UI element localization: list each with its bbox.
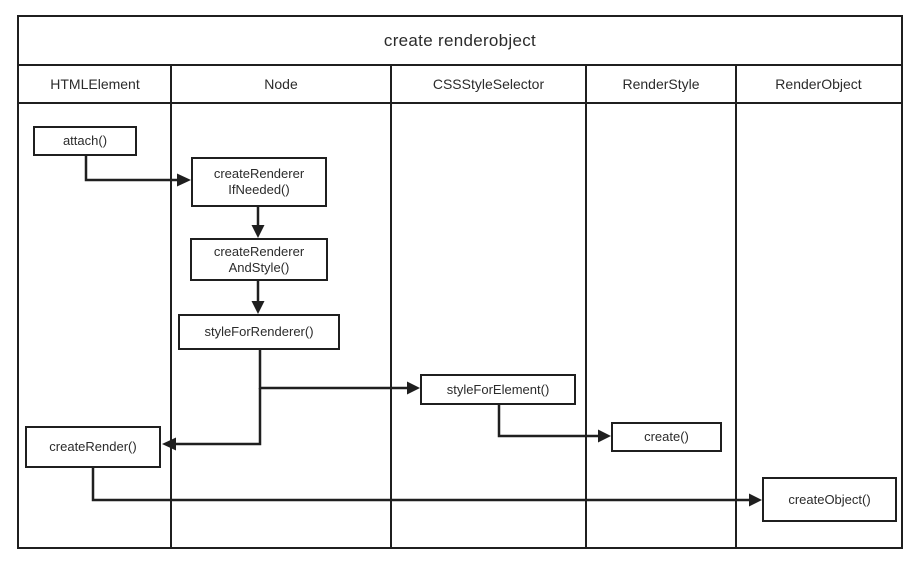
diagram-frame: create renderobject HTMLElement Node CSS… [17, 15, 903, 549]
column-divider-2 [390, 66, 392, 547]
column-header-node: Node [264, 76, 298, 92]
arrow-createRendererAndStyle-to-styleForRenderer [251, 281, 265, 314]
method-box-create: create() [611, 422, 722, 452]
method-box-createRender: createRender() [25, 426, 161, 468]
column-divider-3 [585, 66, 587, 547]
arrow-styleForElement-to-create [497, 405, 611, 443]
method-box-createRendererAndStyle: createRenderer AndStyle() [190, 238, 328, 281]
column-header-renderstyle: RenderStyle [622, 76, 700, 92]
diagram-title-row: create renderobject [19, 17, 901, 66]
column-header-cssstyleselector: CSSStyleSelector [432, 76, 545, 92]
column-header-renderobject: RenderObject [775, 76, 862, 92]
column-header-row: HTMLElement Node CSSStyleSelector Render… [19, 66, 901, 104]
method-box-attach: attach() [33, 126, 137, 156]
diagram-frame-inner: create renderobject HTMLElement Node CSS… [19, 17, 901, 547]
method-box-styleForRenderer: styleForRenderer() [178, 314, 340, 350]
column-divider-1 [170, 66, 172, 547]
diagram-title: create renderobject [383, 30, 537, 50]
column-header-htmlelement: HTMLElement [50, 76, 140, 92]
arrow-styleForRenderer-to-createRender [162, 388, 262, 451]
arrow-styleForRenderer-to-styleForElement [258, 350, 420, 395]
arrow-createRendererIfNeeded-to-createRendererAndStyle [251, 207, 265, 238]
method-box-styleForElement: styleForElement() [420, 374, 576, 405]
method-box-createRendererIfNeeded: createRenderer IfNeeded() [191, 157, 327, 207]
method-box-createObject: createObject() [762, 477, 897, 522]
column-divider-4 [735, 66, 737, 547]
arrow-attach-to-createRendererIfNeeded [84, 156, 191, 187]
arrow-createRender-to-createObject [91, 468, 762, 507]
